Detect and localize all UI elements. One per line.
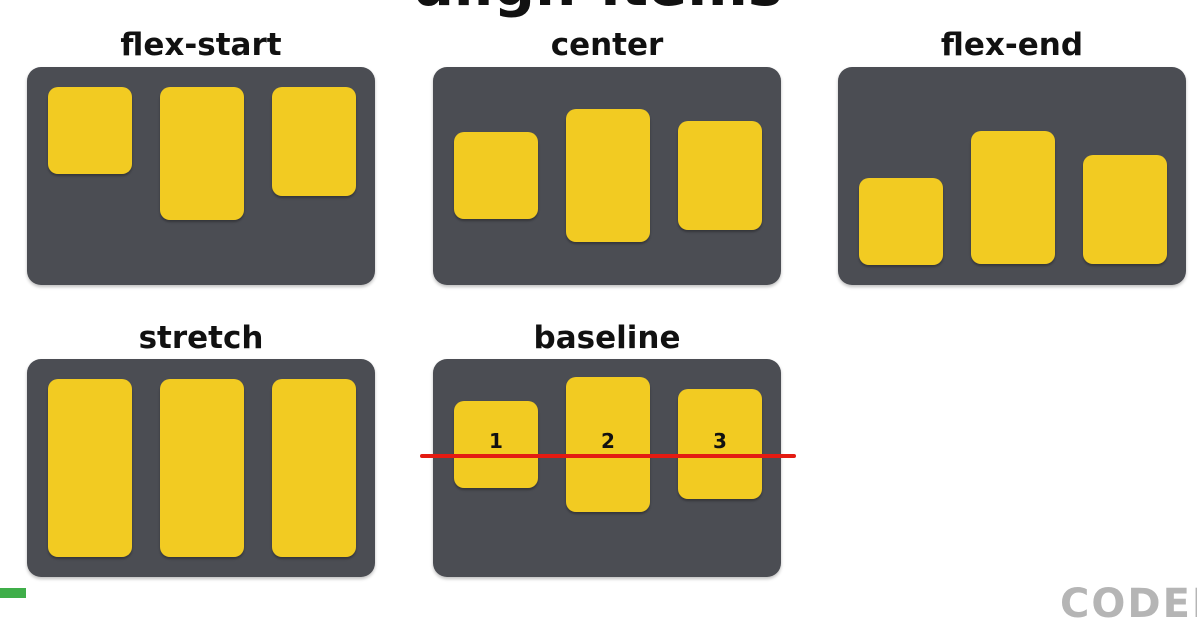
flex-item: 2 [566,377,650,512]
brand-watermark: CODEIT [1060,581,1197,627]
container-center [433,67,781,285]
flex-item [859,178,943,265]
item-number: 2 [601,429,615,453]
flex-item [678,121,762,230]
flex-item: 3 [678,389,762,499]
panel-label-baseline: baseline [533,320,681,356]
flex-item [1083,155,1167,264]
container-flex-start [27,67,375,285]
flex-item [48,379,132,557]
flex-item [971,131,1055,264]
flex-item [566,109,650,242]
panel-label-flex-start: flex-start [120,27,282,63]
flex-item [48,87,132,174]
container-flex-end [838,67,1186,285]
panel-label-flex-end: flex-end [940,27,1084,63]
panel-label-stretch: stretch [138,320,264,356]
container-baseline: 1 2 3 [433,359,781,577]
flex-item: 1 [454,401,538,488]
flex-item [160,87,244,220]
brand-logo-icon [0,588,26,598]
flex-item [272,379,356,557]
flex-item [160,379,244,557]
item-number: 3 [713,429,727,453]
flex-item [454,132,538,219]
page-title: align-items [0,0,1197,14]
panel-label-center: center [550,27,664,63]
item-number: 1 [489,429,503,453]
baseline-marker-line [420,454,796,458]
container-stretch [27,359,375,577]
flex-item [272,87,356,196]
